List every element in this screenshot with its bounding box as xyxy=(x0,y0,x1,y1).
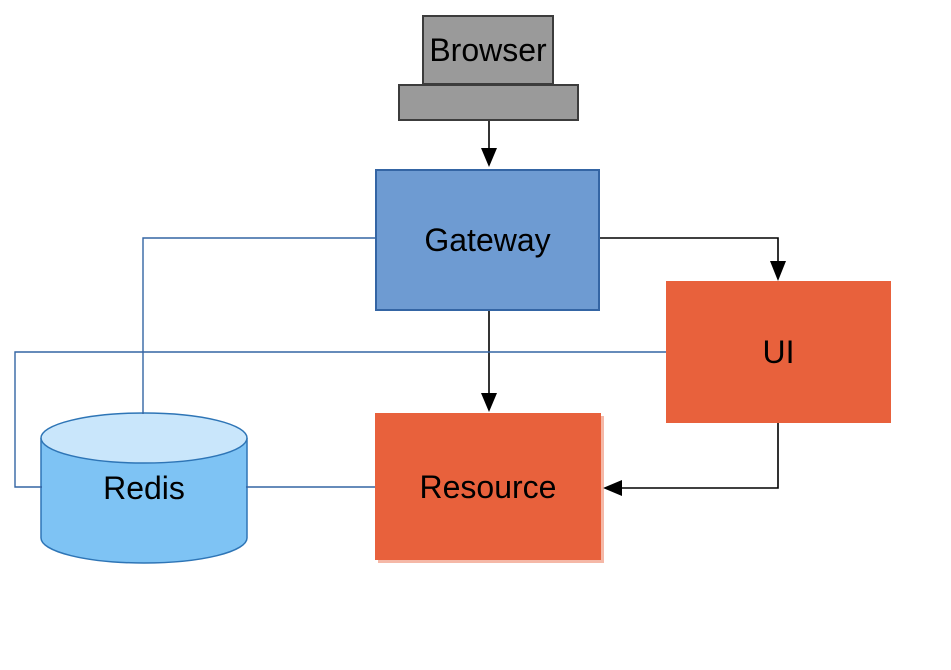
edge-ui-to-resource xyxy=(620,423,779,489)
node-ui: UI xyxy=(666,281,891,423)
node-redis-label: Redis xyxy=(103,470,185,506)
edge-gateway-to-ui xyxy=(600,237,779,262)
node-browser-base xyxy=(398,84,579,121)
arrowhead-gateway-to-ui xyxy=(770,261,786,281)
node-browser-label: Browser xyxy=(429,32,547,68)
node-resource-label: Resource xyxy=(419,468,557,505)
node-resource: Resource xyxy=(375,413,601,560)
node-ui-label: UI xyxy=(762,334,795,370)
arrowhead-gateway-to-resource xyxy=(481,393,497,412)
node-gateway-label: Gateway xyxy=(424,222,551,258)
node-browser: Browser xyxy=(422,15,554,85)
edge-gateway-to-redis xyxy=(142,237,375,414)
arrowhead-ui-to-resource xyxy=(603,480,622,496)
node-gateway: Gateway xyxy=(375,169,600,311)
node-redis: Redis xyxy=(41,413,247,563)
arrowhead-browser-to-gateway xyxy=(481,148,497,167)
